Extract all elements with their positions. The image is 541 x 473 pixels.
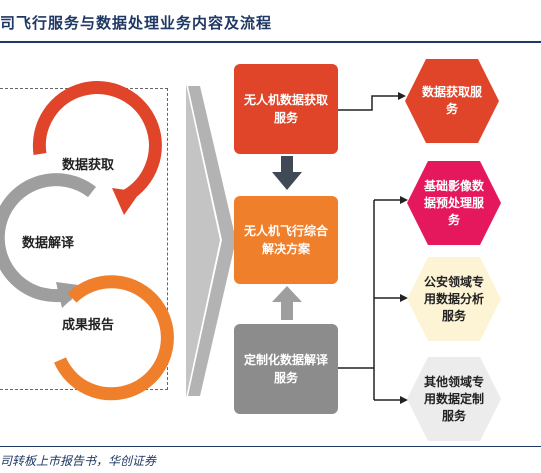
output-hex-preprocess-label: 基础影像数据预处理服务 — [424, 178, 485, 227]
cycle-arrow-gray — [0, 173, 96, 303]
output-hex-acquire: 数据获取服务 — [404, 58, 500, 144]
cycle-label-interpret: 数据解译 — [22, 236, 75, 251]
output-hex-other: 其他领域专用数据定制服务 — [406, 356, 502, 442]
output-hex-police: 公安领域专用数据分析服务 — [406, 256, 502, 342]
title-divider — [0, 41, 541, 43]
cycle-label-acquire: 数据获取 — [62, 158, 115, 173]
center-box-solution: 无人机飞行综合解决方案 — [234, 196, 338, 284]
output-hex-other-label: 其他领域专用数据定制服务 — [424, 374, 485, 423]
output-hex-acquire-label: 数据获取服务 — [422, 85, 483, 116]
up-arrow-head — [272, 286, 302, 302]
up-arrow-shaft — [281, 300, 293, 320]
down-arrow-head — [272, 172, 302, 190]
center-box-acquire-label: 无人机数据获取服务 — [243, 93, 328, 125]
cycle-arrow-red — [32, 81, 162, 202]
cycle-arrowhead-red — [112, 188, 140, 215]
footer-divider — [0, 446, 541, 447]
connector-top — [338, 95, 400, 111]
cycle-label-report: 成果报告 — [62, 318, 115, 333]
down-arrow-shaft — [281, 156, 293, 174]
source-note: 司转板上市报告书，华创证券 — [0, 454, 157, 468]
output-hex-preprocess: 基础影像数据预处理服务 — [406, 160, 502, 246]
center-box-interpret-label: 定制化数据解译服务 — [243, 353, 328, 385]
center-box-solution-label: 无人机飞行综合解决方案 — [243, 224, 328, 256]
output-hex-police-label: 公安领域专用数据分析服务 — [424, 274, 485, 323]
center-box-interpret: 定制化数据解译服务 — [234, 324, 338, 414]
center-box-acquire: 无人机数据获取服务 — [234, 64, 338, 154]
cycle-arrow-orange — [54, 275, 174, 401]
page-title: 司飞行服务与数据处理业务内容及流程 — [0, 14, 273, 32]
